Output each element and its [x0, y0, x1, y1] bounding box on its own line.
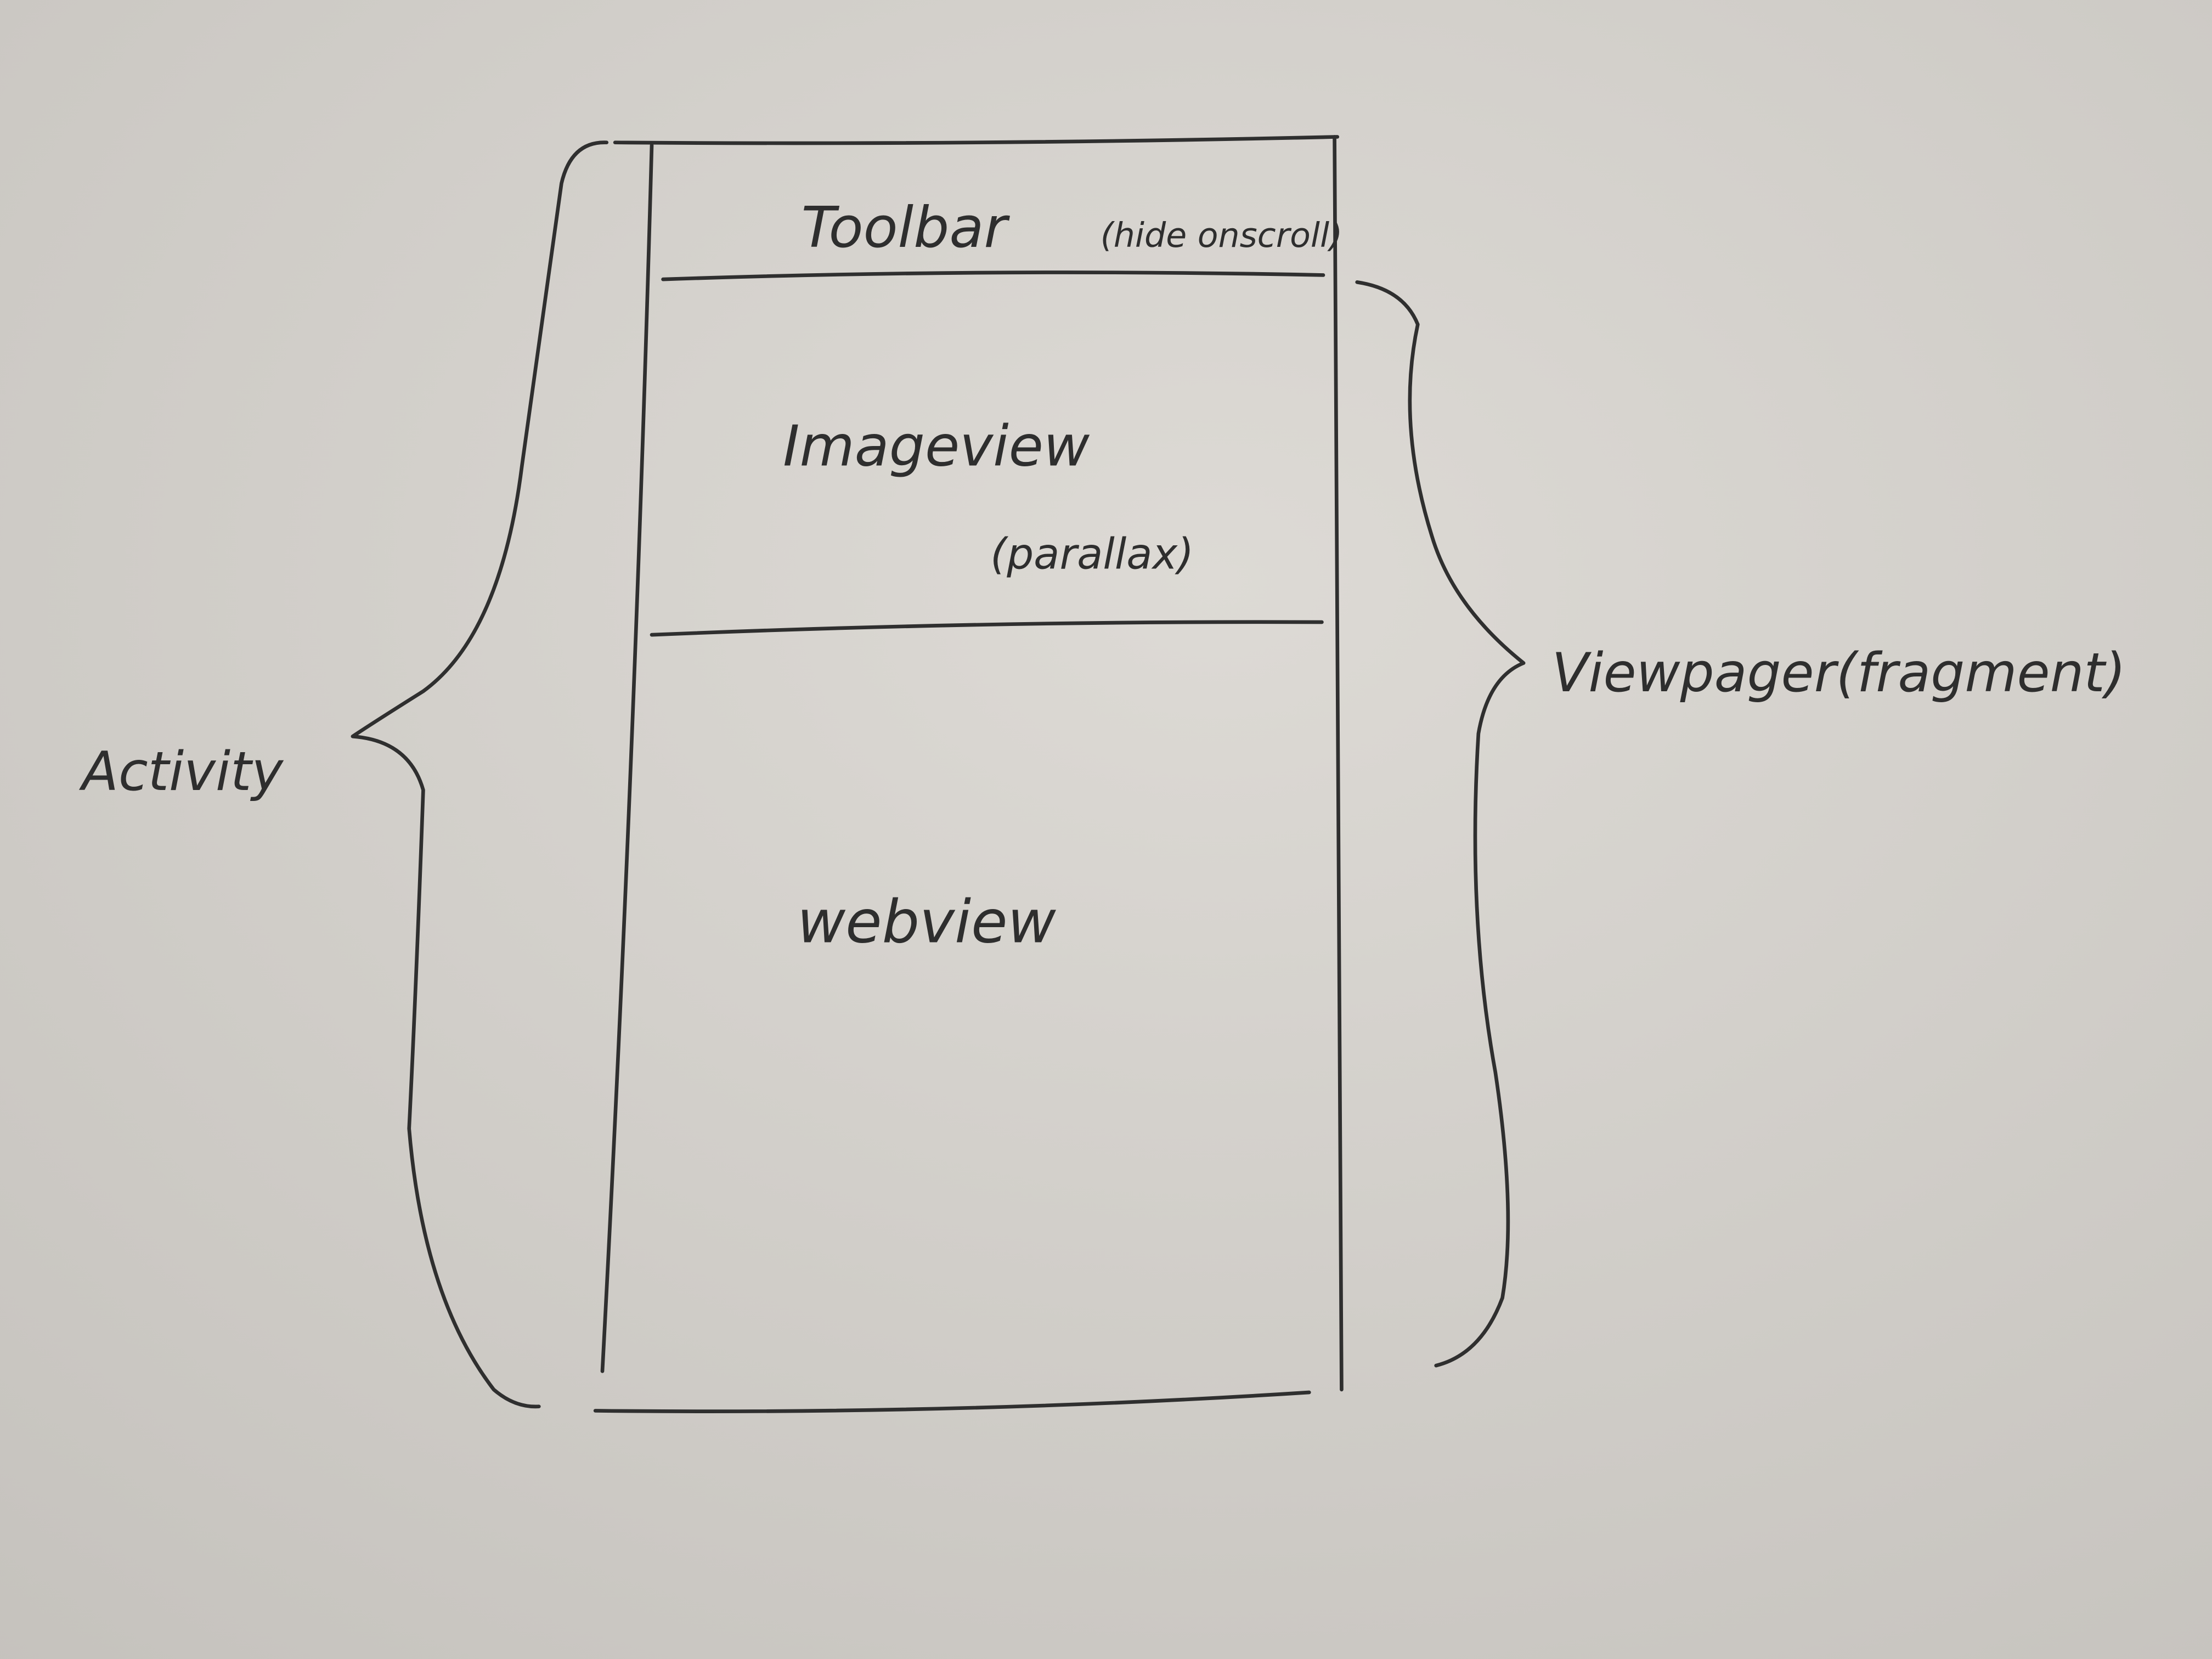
imageview-note: (parallax): [990, 529, 1194, 579]
frame-left-line: [600, 143, 654, 1373]
toolbar-note: (hide onscroll): [1101, 216, 1342, 255]
webview-label: webview: [797, 888, 1057, 957]
frame-top-line: [613, 135, 1340, 145]
toolbar-label: Toolbar: [802, 195, 1011, 261]
imageview-label: Imageview: [783, 414, 1090, 479]
activity-brace: [351, 140, 609, 1409]
screen-frame: [593, 135, 1344, 1413]
activity-label: Activity: [78, 741, 284, 803]
frame-right-line: [1333, 135, 1344, 1392]
toolbar-divider: [661, 270, 1325, 281]
frame-bottom-line: [593, 1390, 1311, 1413]
viewpager-label: Viewpager(fragment): [1552, 642, 2126, 704]
viewpager-brace: [1355, 280, 1526, 1368]
imageview-divider: [650, 620, 1324, 637]
